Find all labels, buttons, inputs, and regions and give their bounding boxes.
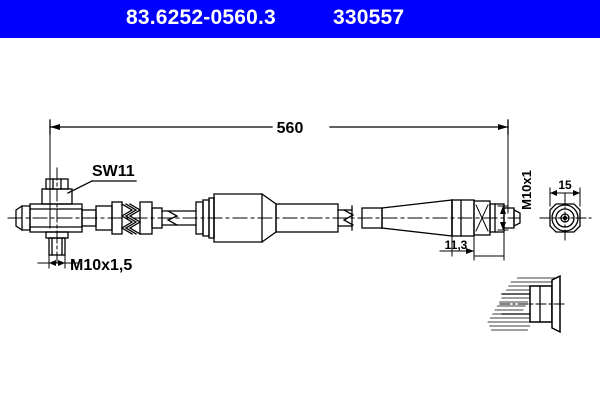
header-band: 83.6252-0560.3 330557 [0, 0, 600, 38]
right-end-fitting [473, 200, 521, 236]
overall-length-label: 560 [277, 120, 304, 137]
right-dimensions [439, 126, 509, 261]
left-thread-dimension [37, 254, 79, 269]
hex-size-label: SW11 [92, 163, 135, 180]
spring-guard-crimp [95, 201, 163, 235]
section-detail-view [487, 274, 567, 334]
left-thread-label: M10x1,5 [70, 257, 132, 274]
right-thread-label: M10x1 [519, 170, 534, 210]
right-dimension-label: 11,3 [445, 238, 468, 252]
break-symbol-left [166, 210, 179, 226]
left-end-fitting [15, 167, 97, 264]
break-symbol-right [342, 205, 355, 231]
part-number-label: 83.6252-0560.3 [126, 6, 276, 29]
order-number-label: 330557 [333, 6, 405, 29]
dimension-line-overall [49, 119, 509, 135]
brake-hose-drawing-svg: 560 SW11 M10x1,5 M10x1 11,3 15 [7, 119, 593, 334]
end-view-diameter-label: 15 [558, 178, 572, 192]
end-view-circle [539, 187, 593, 243]
sw11-leader [67, 180, 137, 194]
technical-drawing: 560 SW11 M10x1,5 M10x1 11,3 15 [0, 38, 600, 400]
